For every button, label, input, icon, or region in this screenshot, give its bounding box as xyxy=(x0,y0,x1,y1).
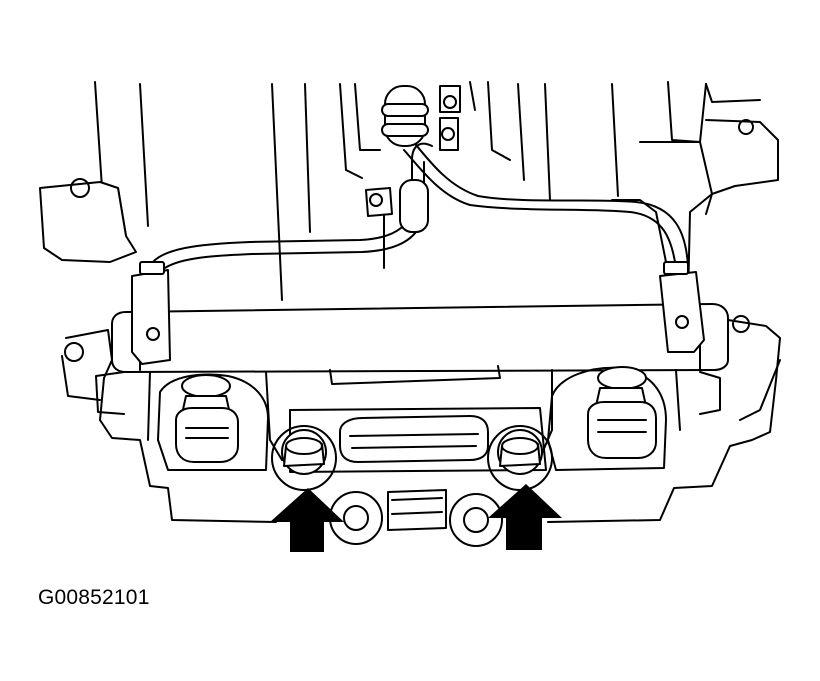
lower-housing xyxy=(61,315,781,523)
right-mounting-bracket xyxy=(738,119,754,135)
left-injector-connector xyxy=(157,373,269,471)
left-rail-clip xyxy=(131,261,171,365)
fuel-rail xyxy=(111,303,729,373)
alignment-rings xyxy=(329,491,503,547)
left-bolt xyxy=(271,425,337,491)
fuel-line-connector xyxy=(365,85,461,269)
right-rail-clip xyxy=(659,261,705,353)
up-arrow-icon xyxy=(488,484,562,550)
up-arrow-icon xyxy=(270,488,344,552)
figure-id-label: G00852101 xyxy=(38,586,150,609)
intake-manifold-housing xyxy=(94,81,779,301)
right-injector-connector xyxy=(547,366,667,471)
right-bolt xyxy=(487,425,553,491)
left-mounting-bracket xyxy=(39,178,137,263)
